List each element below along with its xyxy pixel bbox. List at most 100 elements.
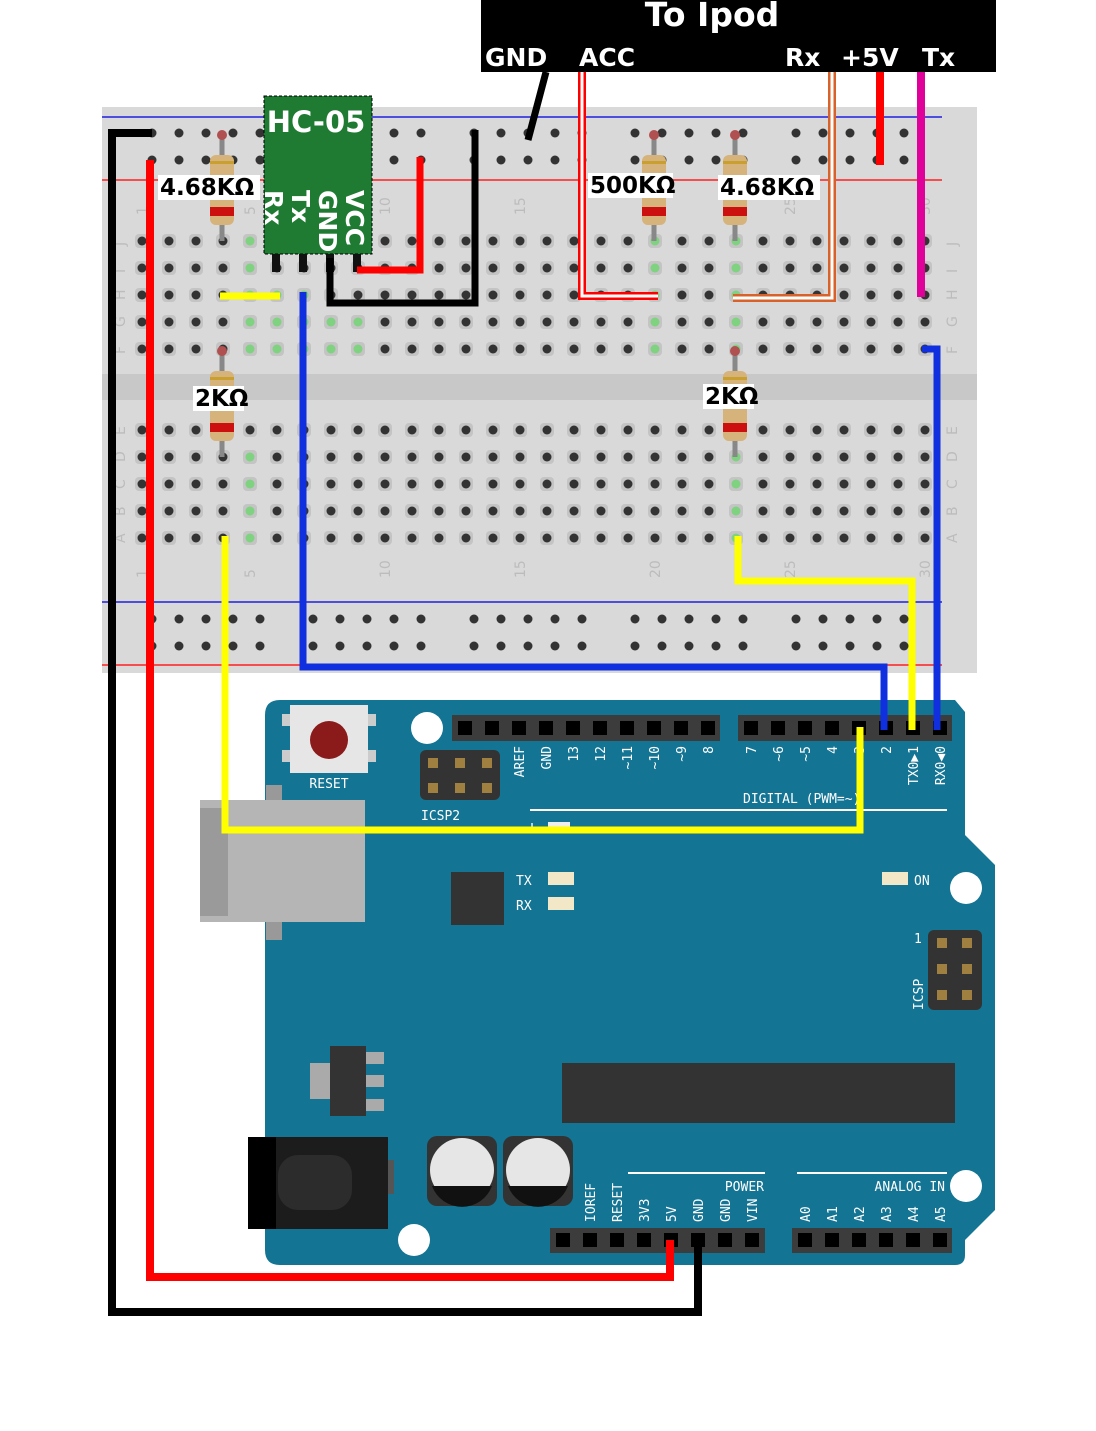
row-letter: G [113,316,129,327]
header-pin [458,721,472,735]
column-number: 30 [918,560,934,578]
breadboard-hole [272,452,282,462]
resistor-label: 4.68KΩ [720,175,814,201]
digital-pin-label: RX0◀0 [934,746,949,785]
rail-hole [791,641,801,651]
rail-hole [228,614,238,624]
breadboard-hole [569,506,579,516]
header-pin [701,721,715,735]
breadboard-hole [137,452,147,462]
rail-hole [496,614,506,624]
wire-black-gnd[interactable] [108,129,702,1316]
breadboard-hole [596,317,606,327]
header-pin [825,721,839,735]
breadboard-hole [191,506,201,516]
breadboard-hole [812,425,822,435]
breadboard-hole [218,506,228,516]
breadboard-hole [326,344,336,354]
wire-module-gnd[interactable] [326,130,479,307]
rail-hole [845,155,855,165]
breadboard-hole [488,425,498,435]
breadboard-hole [704,317,714,327]
breadboard-hole [812,506,822,516]
header-pin [593,721,607,735]
breadboard-hole [650,533,660,543]
breadboard-hole [461,533,471,543]
reset-button[interactable] [282,705,376,773]
column-number: 20 [648,560,664,578]
breadboard-hole [272,506,282,516]
breadboard-hole [839,452,849,462]
wire-yellow-pin1[interactable] [734,536,916,730]
breadboard-hole [677,290,687,300]
breadboard-hole [515,425,525,435]
wire-ipod-gnd[interactable] [524,71,550,141]
breadboard-hole [137,263,147,273]
wire-blue-pin0[interactable] [922,345,941,730]
rail-hole [389,155,399,165]
header-pin [745,1233,759,1247]
rail-hole [899,128,909,138]
rail-hole [577,614,587,624]
breadboard-hole [461,290,471,300]
breadboard-hole [812,236,822,246]
rail-hole [174,614,184,624]
rail-hole [496,155,506,165]
breadboard-hole [866,533,876,543]
breadboard-hole [191,533,201,543]
breadboard-hole [380,290,390,300]
breadboard-hole [272,425,282,435]
breadboard-hole [461,452,471,462]
breadboard-hole [758,236,768,246]
row-letter: D [945,451,961,462]
ipod-pin-5v: +5V [841,43,899,72]
breadboard-hole [488,533,498,543]
rail-hole [684,614,694,624]
breadboard-hole [137,479,147,489]
breadboard-hole [569,290,579,300]
rail-hole [550,614,560,624]
breadboard-hole [893,290,903,300]
breadboard-hole [542,452,552,462]
wire-red-5v[interactable] [146,160,674,1281]
power-pin-label: 5V [665,1206,680,1222]
breadboard-hole [245,263,255,273]
breadboard-hole [785,317,795,327]
rail-hole [711,155,721,165]
breadboard-hole [920,452,930,462]
rail-hole [684,155,694,165]
rail-hole [201,128,211,138]
breadboard-hole [515,263,525,273]
breadboard-hole [785,452,795,462]
wire-yellow-pin3[interactable] [221,536,864,834]
header-pin [566,721,580,735]
rail-hole [845,614,855,624]
capacitor [427,1136,497,1207]
icsp2-label: ICSP2 [421,809,460,824]
breadboard-hole [812,533,822,543]
rail-hole [818,614,828,624]
rail-hole [228,641,238,651]
breadboard-hole [407,479,417,489]
breadboard-hole [434,425,444,435]
breadboard-hole [677,425,687,435]
wire-blue-pin2[interactable] [299,292,888,730]
module-pin-rx: Rx [259,190,288,225]
breadboard-hole [596,344,606,354]
power-pin-label: GND [692,1198,707,1222]
breadboard-hole [380,317,390,327]
rail-hole [469,641,479,651]
breadboard-hole [623,263,633,273]
wire-module-vcc[interactable] [357,157,424,274]
breadboard-hole [461,425,471,435]
analog-pin-label: A1 [826,1206,841,1222]
rx-label: RX [516,899,532,914]
rail-hole [201,155,211,165]
breadboard-hole [623,236,633,246]
column-number: 10 [378,560,394,578]
rail-hole [174,128,184,138]
breadboard-hole [677,317,687,327]
breadboard-hole [650,263,660,273]
breadboard-hole [731,317,741,327]
